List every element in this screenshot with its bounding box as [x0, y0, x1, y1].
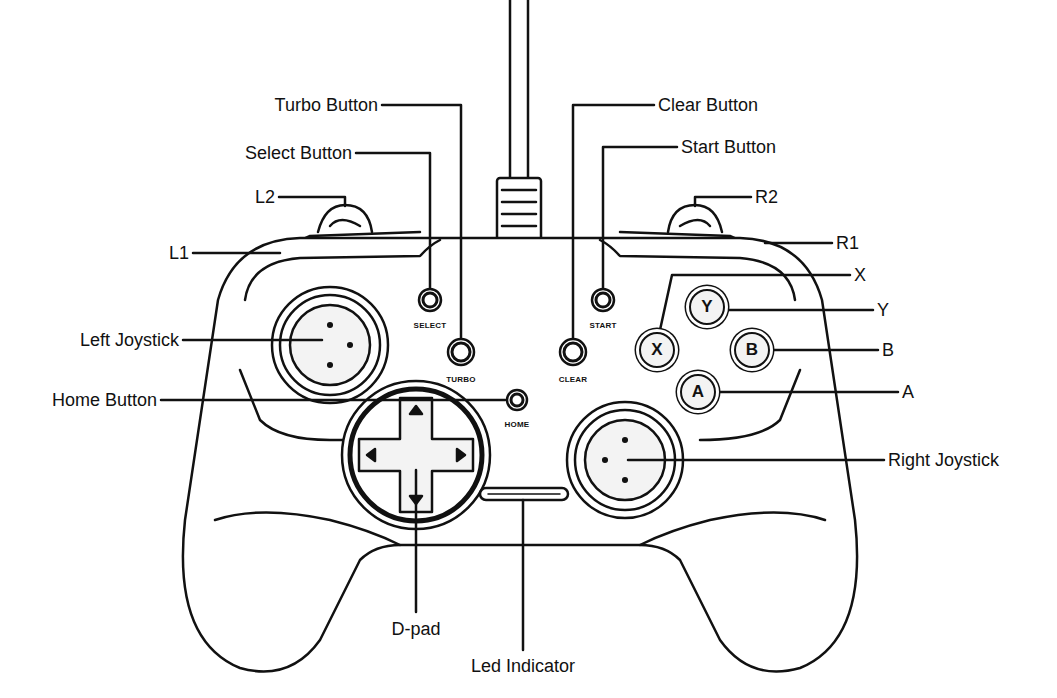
callout-label: A — [902, 383, 914, 401]
face-button: X — [639, 332, 675, 368]
small-button-label: CLEAR — [559, 376, 588, 384]
callout-label: L2 — [255, 188, 275, 206]
leader-lines — [161, 105, 898, 650]
callout-label: L1 — [169, 244, 189, 262]
callout-label: Turbo Button — [275, 96, 378, 114]
face-button: Y — [689, 289, 725, 325]
small-button-label: SELECT — [414, 322, 447, 330]
callout-label: Select Button — [245, 144, 352, 162]
button-letter: Y — [701, 297, 712, 317]
face-button: A — [680, 374, 716, 410]
face-button: B — [734, 332, 770, 368]
button-letter: A — [692, 382, 704, 402]
small-button-label: HOME — [505, 421, 530, 429]
button-letter: B — [746, 340, 758, 360]
callout-label: Clear Button — [658, 96, 758, 114]
callout-label: R1 — [836, 234, 859, 252]
callout-label: Start Button — [681, 138, 776, 156]
callout-label: Right Joystick — [888, 451, 999, 469]
callout-label: B — [882, 341, 894, 359]
callout-label: Y — [877, 301, 889, 319]
callout-label: X — [854, 266, 866, 284]
callout-label: R2 — [755, 188, 778, 206]
callout-label: Home Button — [52, 391, 157, 409]
callout-label: Left Joystick — [80, 331, 179, 349]
callout-label: D-pad — [391, 620, 440, 638]
small-button-label: TURBO — [446, 376, 475, 384]
callout-label: Led Indicator — [471, 657, 575, 675]
button-letter: X — [651, 340, 662, 360]
small-button-label: START — [589, 322, 616, 330]
